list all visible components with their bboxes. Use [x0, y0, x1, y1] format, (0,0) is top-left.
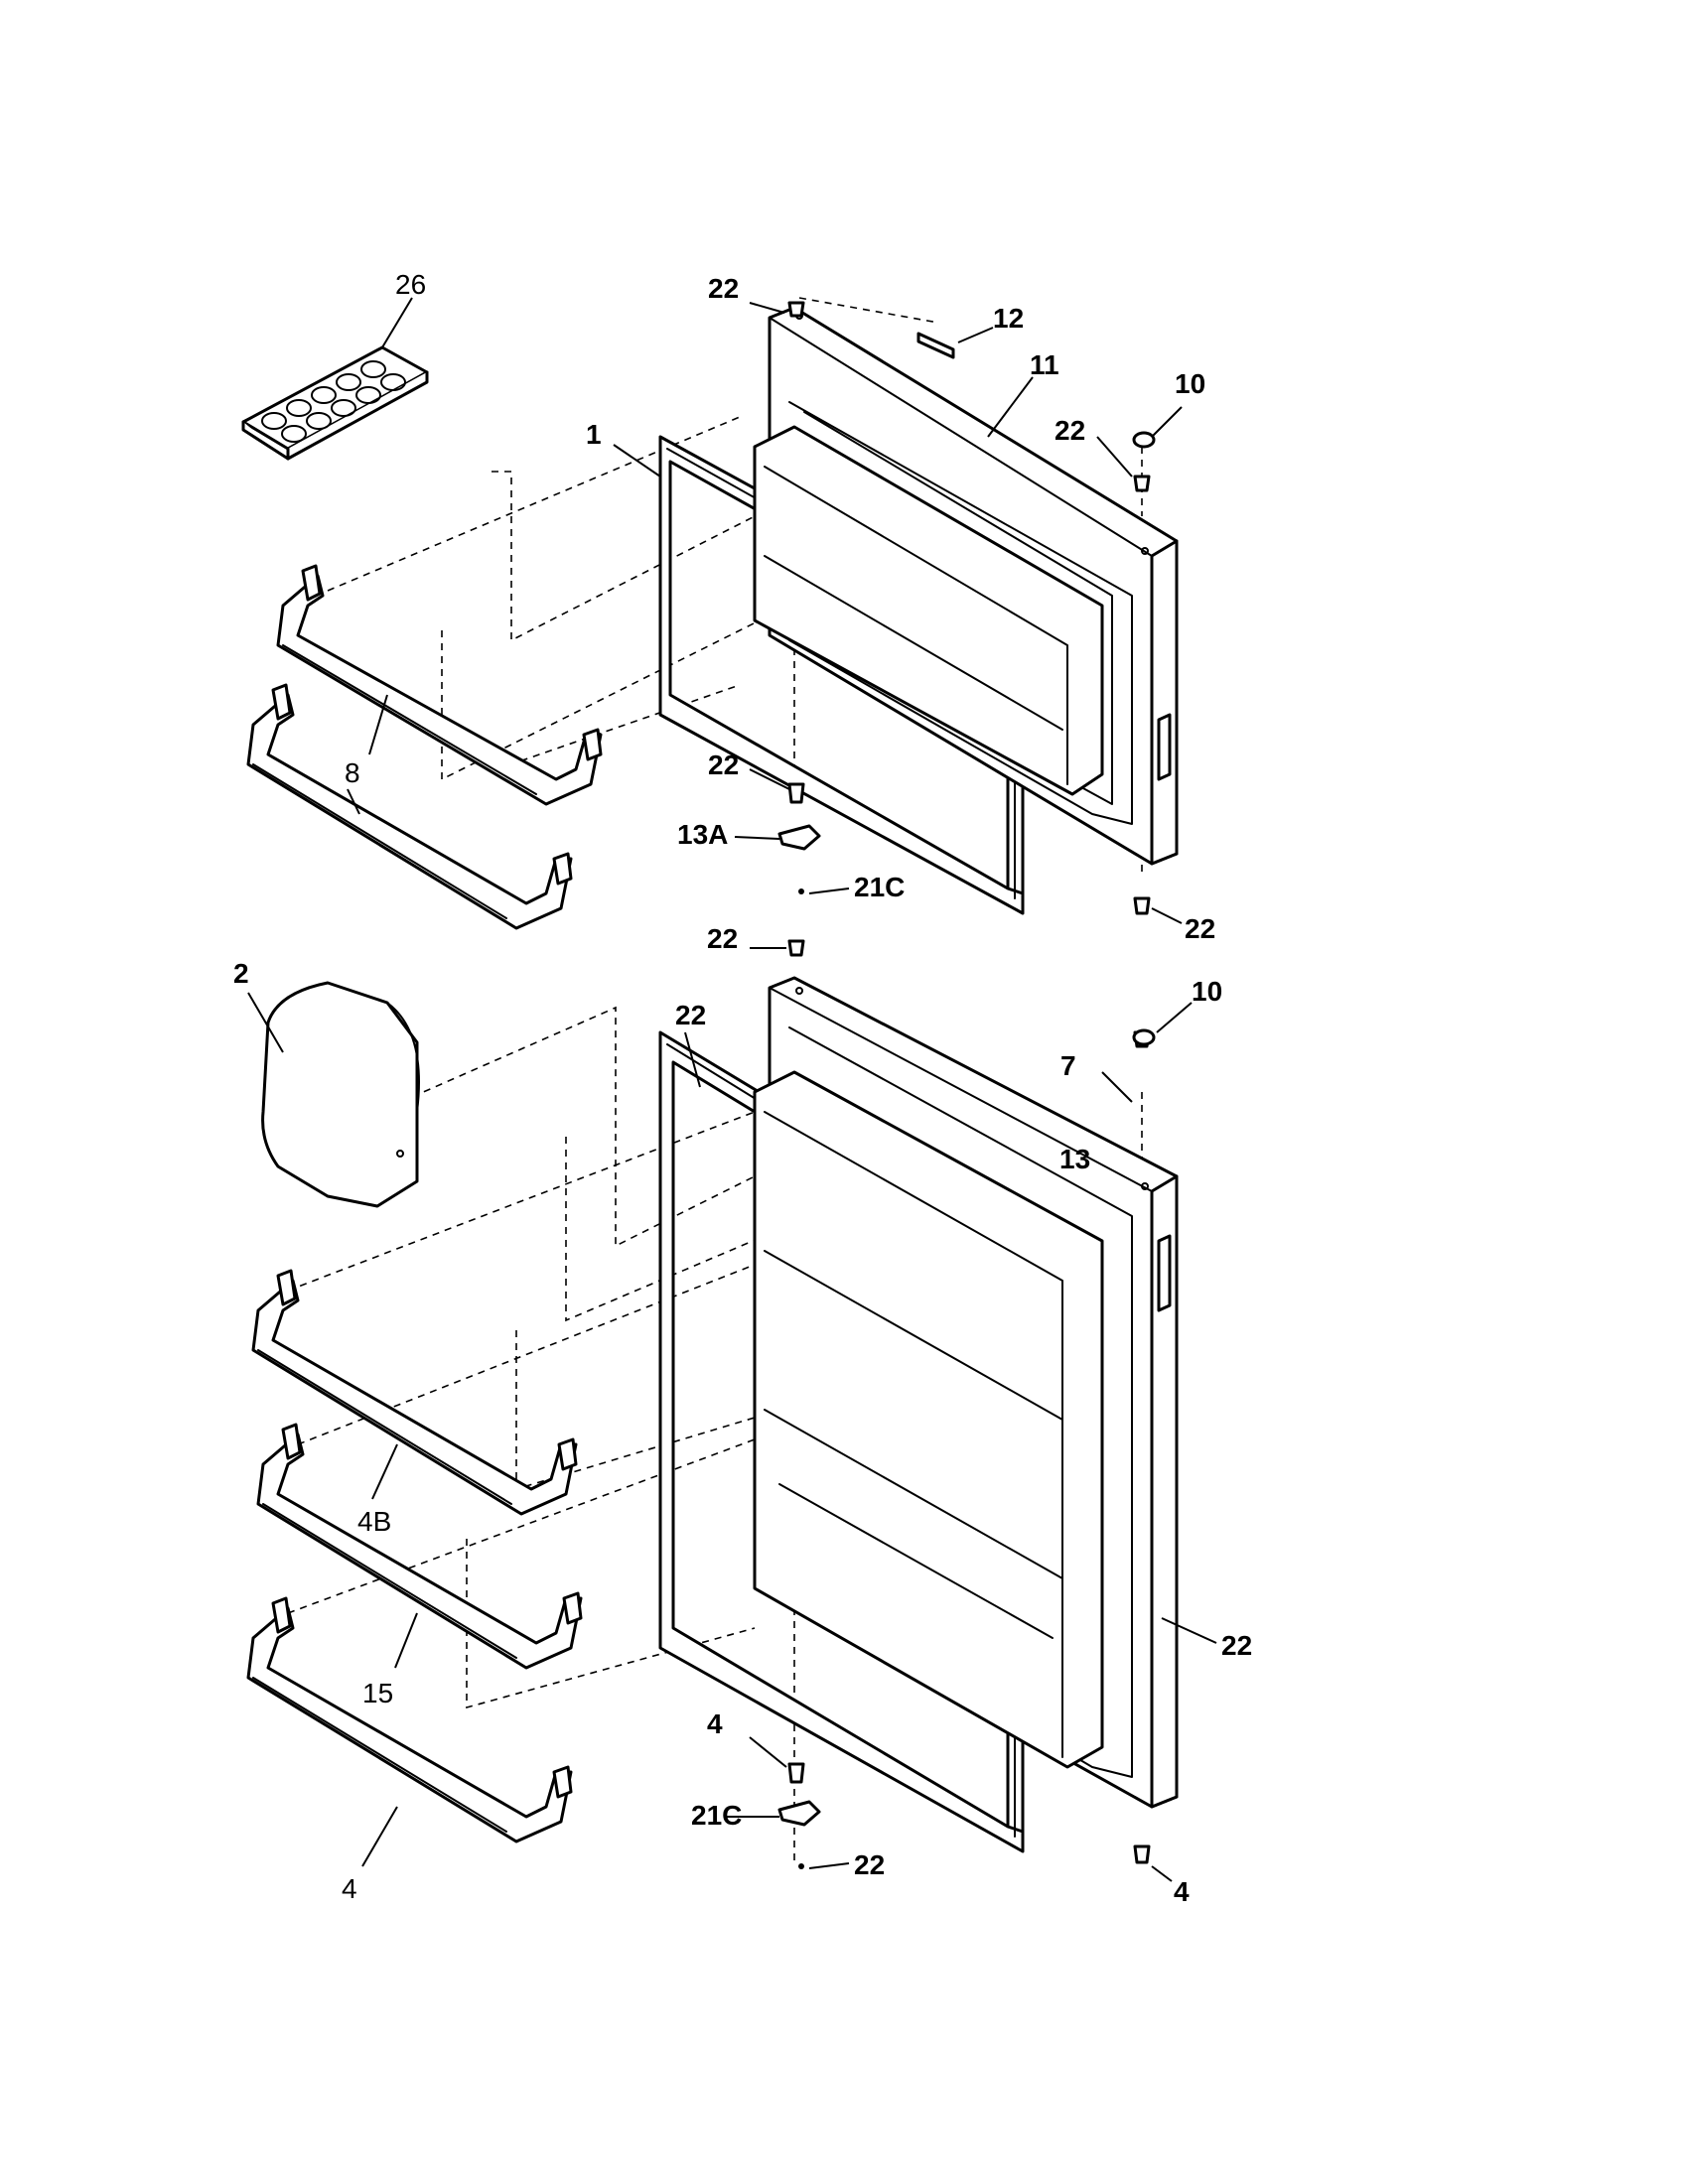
callout-13A: 13A [677, 819, 728, 850]
dairy-door [261, 981, 420, 1208]
fresh-food-door-shelf-2 [256, 1423, 583, 1670]
callout-4: 4B [357, 1506, 391, 1537]
callout-4B: 15 [362, 1678, 393, 1708]
hinge-pins [787, 301, 1151, 1864]
freezer-door [753, 306, 1179, 866]
fresh-food-door-shelf-3 [246, 1596, 573, 1843]
callout-22: 13 [1059, 1144, 1090, 1174]
egg-tray [241, 345, 429, 461]
callout-26: 26 [395, 269, 426, 300]
callout-10: 10 [1175, 368, 1205, 399]
callout-22: 22 [708, 750, 739, 780]
fresh-food-door-shelf-1 [251, 1269, 578, 1516]
callout-1: 1 [586, 419, 602, 450]
callout-8: 8 [345, 757, 360, 788]
callout-2: 22 [675, 1000, 706, 1030]
freezer-door-shelf-lower [246, 683, 573, 930]
callout-12: 12 [993, 303, 1024, 334]
callout-22: 7 [1060, 1050, 1076, 1081]
callout-11: 11 [1030, 349, 1059, 380]
callout-21C: 22 [854, 1849, 885, 1880]
callout-22: 22 [707, 923, 738, 954]
hinge-brackets [777, 332, 1156, 1869]
callout-labels: 26 22 12 11 10 22 1 8 22 13A 21C 22 22 1… [233, 269, 1252, 1907]
freezer-door-shelf-upper [276, 564, 603, 806]
callout-22: 22 [1055, 415, 1085, 446]
callout-22: 4 [1174, 1876, 1190, 1907]
callout-22: 4 [707, 1708, 723, 1739]
assembly-lines [287, 297, 1143, 1866]
callout-22: 22 [1185, 913, 1215, 944]
fresh-food-door [753, 976, 1179, 1809]
callout-21C: 21C [854, 872, 905, 902]
callout-10: 10 [1192, 976, 1222, 1007]
callout-4: 4 [342, 1873, 357, 1904]
leader-lines [247, 297, 1217, 1882]
callout-15: 22 [1221, 1630, 1252, 1661]
callout-13: 21C [691, 1800, 742, 1831]
callout-22: 22 [708, 273, 739, 304]
callout-7: 2 [233, 958, 249, 989]
